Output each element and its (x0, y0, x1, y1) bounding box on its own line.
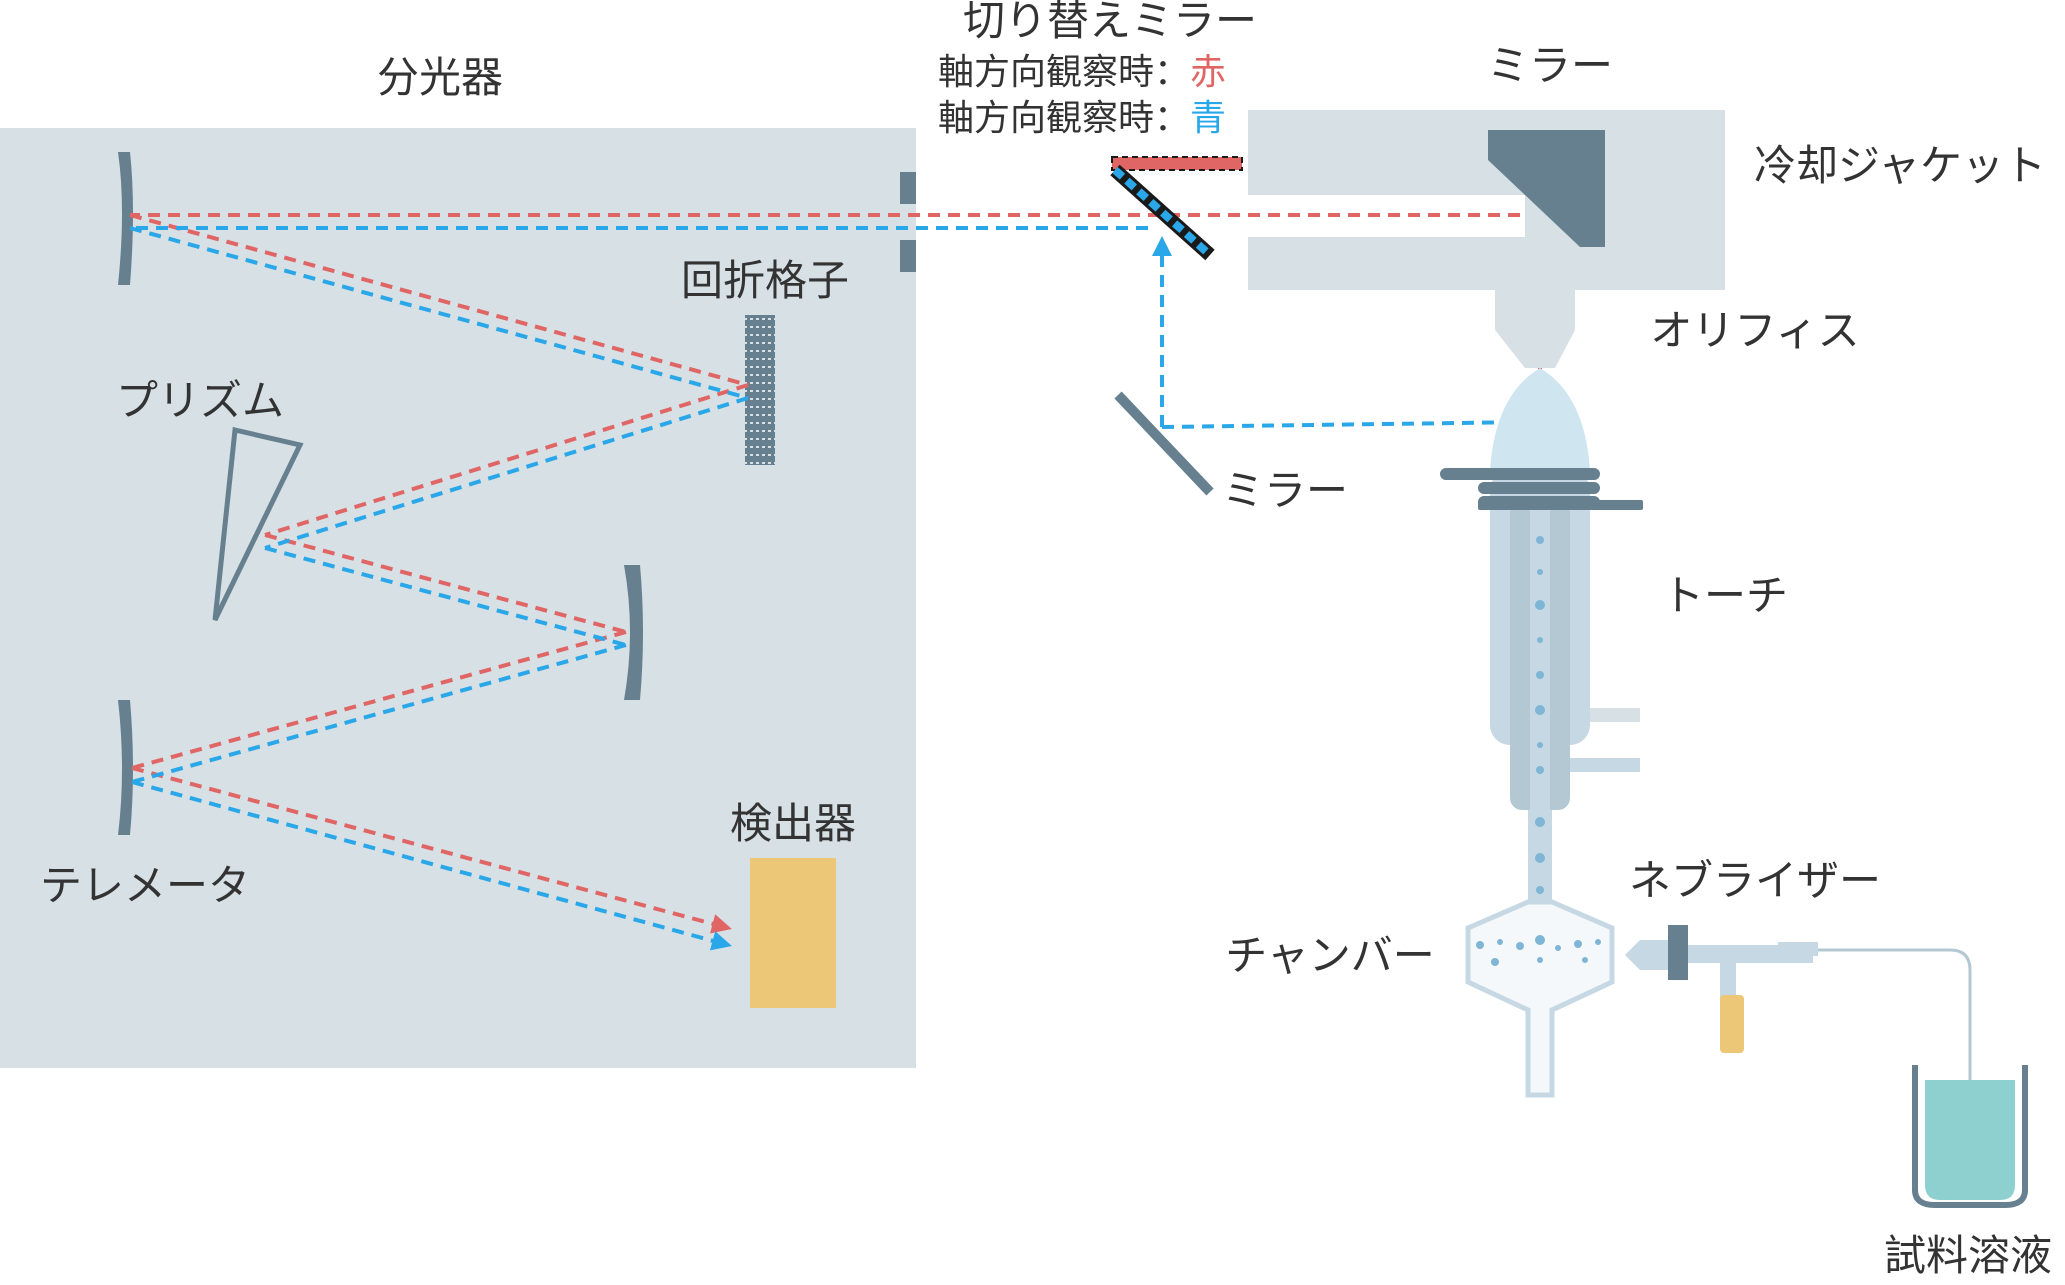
prism (212, 426, 304, 622)
torch-port-lower (1570, 758, 1640, 772)
cooling-jacket-label: 冷却ジャケット (1754, 141, 2046, 190)
torch-label: トーチ (1662, 571, 1788, 620)
axial-red-line: 軸方向観察時：赤 (938, 52, 1226, 93)
switch-mirror-label: 切り替えミラー (963, 0, 1257, 45)
spectrometer-label: 分光器 (377, 53, 503, 102)
entrance-slit-top (900, 172, 916, 204)
nebulizer-gas-tube (1720, 963, 1736, 998)
mirror-top-label: ミラー (1487, 41, 1613, 90)
telemeter-mirror (118, 700, 133, 835)
prism-label: プリズム (116, 376, 284, 425)
camera-mirror (624, 565, 643, 700)
chamber-label: チャンバー (1225, 931, 1435, 980)
sample-solution (1925, 1080, 2015, 1200)
cooling-jacket (1248, 110, 1725, 368)
plasma (1490, 368, 1590, 470)
blue-beam-path (129, 226, 1533, 951)
sample-beaker (1912, 1065, 2028, 1208)
grating-label: 回折格子 (681, 256, 849, 305)
telemeter-label: テレメータ (40, 861, 250, 910)
torch-core (1530, 510, 1550, 810)
entrance-slit-bottom (900, 240, 916, 272)
detector (750, 858, 836, 1008)
diffraction-grating (745, 315, 775, 465)
switch-mirror-red (1111, 156, 1243, 171)
nebulizer-label: ネブライザー (1629, 856, 1881, 905)
nebulizer-body (1668, 925, 1688, 980)
axial-blue-line: 軸方向観察時：青 (938, 98, 1226, 139)
rf-coil (1440, 468, 1643, 510)
orifice-label: オリフィス (1650, 306, 1859, 355)
sample-capillary (1818, 948, 1972, 1090)
side-mirror (1114, 391, 1214, 496)
aerosol-droplets (1535, 536, 1545, 774)
jacket-mirror (1488, 130, 1605, 247)
collimating-mirror (118, 152, 133, 285)
detector-label: 検出器 (730, 799, 856, 848)
side-mirror-label: ミラー (1222, 466, 1348, 515)
capillary-fitting (1778, 942, 1818, 956)
spray-chamber (1465, 899, 1615, 1098)
torch-port-upper (1590, 708, 1640, 722)
chamber-droplets (1476, 935, 1601, 966)
sample-label: 試料溶液 (1884, 1231, 2052, 1280)
nebulizer-tip (1625, 940, 1680, 970)
gas-connector (1720, 995, 1744, 1053)
